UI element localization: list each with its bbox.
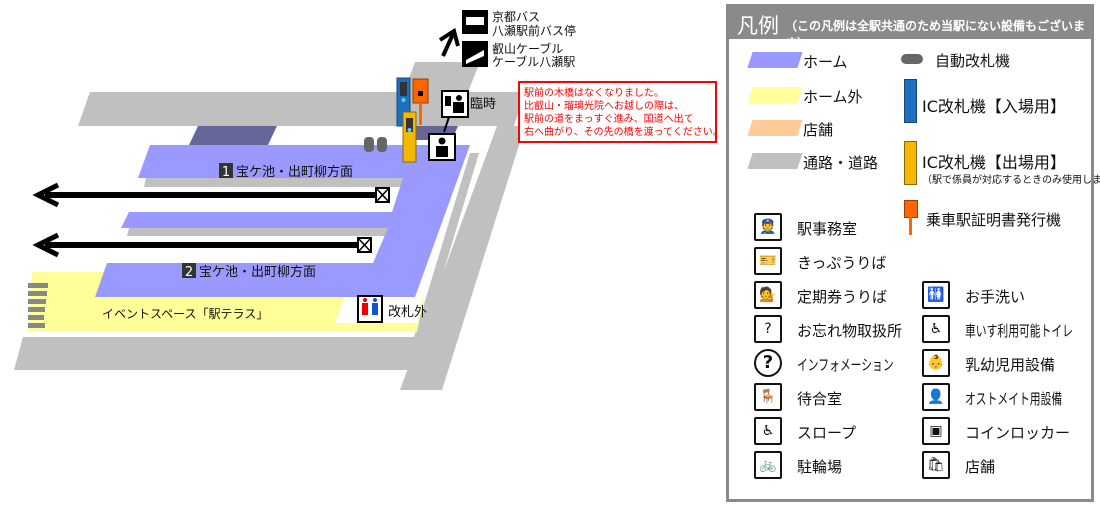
legend-area-shop: 店舗 xyxy=(803,121,834,139)
platform-2-label: 2 宝ケ池・出町柳方面 xyxy=(182,263,316,280)
exit-bus-line2: 八瀬駅前バス停 xyxy=(492,23,576,38)
bicycle-parking-icon: 🚲 xyxy=(754,451,782,479)
certificate-machine-icon xyxy=(904,200,918,218)
legend-information-label: インフォメーション xyxy=(797,356,894,374)
coin-locker-icon: ▣ xyxy=(922,417,950,445)
auto-gates xyxy=(364,137,387,152)
legend-area-outside: ホーム外 xyxy=(803,88,863,106)
legend-area-platform: ホーム xyxy=(803,53,848,71)
legend-ic-exit: IC改札機【出場用】 xyxy=(922,153,1066,172)
platform-shadow-2 xyxy=(127,228,388,236)
legend-baby-facility-label: 乳幼児用設備 xyxy=(965,356,1056,374)
platform-dark-area xyxy=(189,126,277,145)
bus-icon xyxy=(462,10,488,34)
station-office-icon xyxy=(428,133,456,161)
auto-gate-icon xyxy=(901,54,923,64)
legend-certificate: 乗車駅証明書発行機 xyxy=(926,211,1062,229)
road-diagonal xyxy=(400,126,525,390)
exit-bus-line1: 京都バス xyxy=(492,10,540,24)
waiting-room-icon: 🪑 xyxy=(754,383,782,411)
legend-bicycle-parking-label: 駐輪場 xyxy=(797,458,843,476)
road-bottom xyxy=(14,337,430,370)
exit-cable-line1: 叡山ケーブル xyxy=(492,41,563,56)
shop-icon: 🛍 xyxy=(922,451,950,479)
legend-slope-label: スロープ xyxy=(797,424,857,442)
legend-accessible-toilet-label: 車いす利用可能トイレ xyxy=(965,322,1074,340)
legend-header: 凡例 （この凡例は全駅共通のため当駅にない設備もございます） xyxy=(729,7,1091,50)
station-floor-map: 1 宝ケ池・出町柳方面 2 宝ケ池・出町柳方面 イベントスペース「駅テラス」 改… xyxy=(14,10,720,390)
svg-text:1: 1 xyxy=(222,165,230,180)
svg-text:2: 2 xyxy=(185,265,193,280)
information-icon: ? xyxy=(754,349,782,377)
legend-auto-gate: 自動改札機 xyxy=(935,52,1011,70)
legend-pass-office-label: 定期券うりば xyxy=(797,288,888,306)
ticket-office-icon: 🎫 xyxy=(754,247,782,275)
road-strip xyxy=(414,153,479,337)
ostomate-icon: 👤 xyxy=(922,383,950,411)
legend-ostomate-label: オストメイト用設備 xyxy=(965,390,1063,408)
certificate-machine xyxy=(412,78,429,125)
legend: 凡例 （この凡例は全駅共通のため当駅にない設備もございます） ホーム ホーム外 … xyxy=(726,4,1100,502)
ic-exit-gate-icon xyxy=(904,141,917,185)
platform-1-label: 1 宝ケ池・出町柳方面 xyxy=(219,163,353,180)
station-office-icon: 👮 xyxy=(754,213,782,241)
svg-text:駅前の木橋はなくなりました。: 駅前の木橋はなくなりました。 xyxy=(524,86,664,99)
platform-swatch xyxy=(747,52,803,68)
svg-text:宝ケ池・出町柳方面: 宝ケ池・出町柳方面 xyxy=(236,164,353,180)
legend-lost-found-label: お忘れ物取扱所 xyxy=(797,322,903,340)
event-space-label: イベントスペース「駅テラス」 xyxy=(102,307,268,321)
ic-exit-gate xyxy=(402,111,417,163)
road-swatch xyxy=(747,153,803,169)
shop-swatch xyxy=(747,120,803,136)
accessible-toilet-icon: ♿ xyxy=(922,315,950,343)
legend-title: 凡例 xyxy=(737,14,779,38)
temporary-ticket-office-icon xyxy=(441,90,469,133)
ic-entry-gate-icon xyxy=(904,79,917,123)
legend-shop-label: 店舗 xyxy=(965,458,996,476)
legend-ticket-office-label: きっぷうりば xyxy=(797,254,887,272)
platform-shadow-1 xyxy=(144,178,404,187)
slope-icon: ♿ xyxy=(754,417,782,445)
legend-area-road: 通路・道路 xyxy=(803,154,879,172)
legend-ic-exit-note: （駅で係員が対応するときのみ使用します） xyxy=(922,175,1100,186)
svg-text:右へ曲がり、その先の橋を渡ってください。: 右へ曲がり、その先の橋を渡ってください。 xyxy=(524,125,720,138)
exit-cable-line2: ケーブル八瀬駅 xyxy=(492,54,575,69)
toilet-icon xyxy=(357,295,383,323)
platforms xyxy=(95,145,470,297)
cable-car-icon xyxy=(462,41,488,67)
outside-platform-swatch xyxy=(747,87,803,103)
lost-found-icon: ? xyxy=(754,315,782,343)
certificate-machine-post xyxy=(909,217,912,235)
stairs xyxy=(28,283,48,328)
toilet-icon: 🚻 xyxy=(922,281,950,309)
svg-text:比叡山・瑠璃光院へお越しの際は、: 比叡山・瑠璃光院へお越しの際は、 xyxy=(524,99,684,112)
legend-subtitle: （この凡例は全駅共通のため当駅にない設備もございます） xyxy=(785,19,1086,50)
svg-text:宝ケ池・出町柳方面: 宝ケ池・出町柳方面 xyxy=(199,264,316,280)
toilet-location-label: 改札外 xyxy=(388,305,427,320)
legend-toilet-label: お手洗い xyxy=(965,288,1026,306)
outside-platform-area xyxy=(28,272,424,332)
legend-coin-locker-label: コインロッカー xyxy=(965,424,1071,442)
notice-box: 駅前の木橋はなくなりました。 比叡山・瑠璃光院へお越しの際は、 駅前の道をまっす… xyxy=(518,81,720,143)
baby-facility-icon: 👶 xyxy=(922,349,950,377)
legend-station-office-label: 駅事務室 xyxy=(797,220,858,238)
track-2 xyxy=(32,232,372,258)
temporary-label: 臨時 xyxy=(470,97,496,112)
legend-ic-entry: IC改札機【入場用】 xyxy=(922,97,1066,116)
svg-text:駅前の道をまっすぐ進み、国道へ出て: 駅前の道をまっすぐ進み、国道へ出て xyxy=(524,112,694,125)
legend-waiting-room-label: 待合室 xyxy=(797,390,843,408)
track-1 xyxy=(32,182,390,208)
road-top xyxy=(78,62,525,126)
pass-office-icon: 💁 xyxy=(754,281,782,309)
exit-arrow-icon xyxy=(438,27,460,57)
